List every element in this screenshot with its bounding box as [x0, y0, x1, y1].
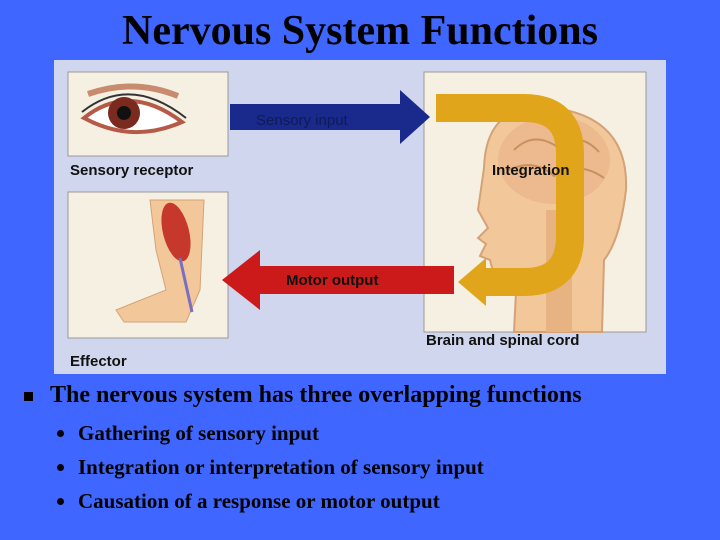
motor-output-label: Motor output — [286, 272, 379, 289]
effector-label: Effector — [70, 353, 127, 370]
sub-bullet-list: Gathering of sensory input Integration o… — [22, 416, 712, 518]
sensory-input-arrowhead — [400, 90, 430, 144]
sub-bullet-text: Gathering of sensory input — [78, 421, 319, 445]
sub-bullet: Causation of a response or motor output — [22, 484, 712, 518]
motor-output-arrowhead — [222, 250, 260, 310]
dot-bullet-icon — [57, 498, 64, 505]
sub-bullet-text: Causation of a response or motor output — [78, 489, 440, 513]
sub-bullet: Integration or interpretation of sensory… — [22, 450, 712, 484]
sensory-input-arrow — [230, 104, 408, 130]
integration-loop-arrow — [436, 94, 584, 296]
integration-arrowhead — [458, 258, 486, 306]
integration-label: Integration — [492, 162, 570, 179]
main-bullet-text: The nervous system has three overlapping… — [50, 382, 582, 408]
square-bullet-icon — [24, 392, 33, 401]
sensory-receptor-label: Sensory receptor — [70, 162, 194, 179]
eye-illustration — [80, 83, 187, 135]
brain-spinal-cord-label: Brain and spinal cord — [426, 332, 580, 349]
leg-illustration — [115, 199, 205, 323]
sensory-input-label: Sensory input — [256, 112, 348, 129]
sub-bullet-text: Integration or interpretation of sensory… — [78, 455, 484, 479]
main-bullet: The nervous system has three overlapping… — [22, 380, 712, 410]
slide-title: Nervous System Functions — [121, 8, 598, 54]
motor-output-arrow — [254, 266, 454, 294]
sub-bullet: Gathering of sensory input — [22, 416, 712, 450]
dot-bullet-icon — [57, 430, 64, 437]
diagram-artwork — [67, 71, 647, 339]
dot-bullet-icon — [57, 464, 64, 471]
nervous-system-diagram: Sensory receptor Sensory input Integrati… — [54, 60, 666, 374]
bullet-list: The nervous system has three overlapping… — [22, 380, 712, 518]
